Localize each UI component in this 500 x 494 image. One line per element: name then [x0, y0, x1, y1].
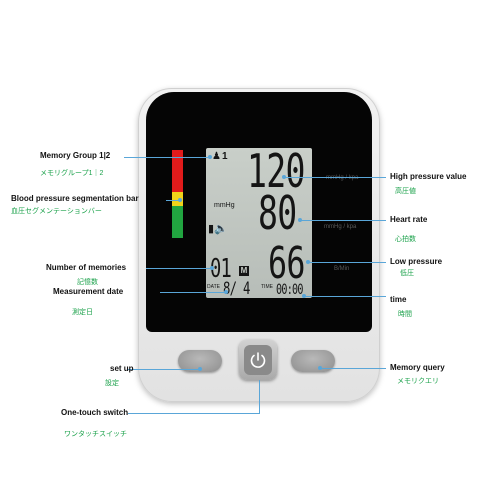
- speaker-icon: ▮🔈: [208, 223, 228, 235]
- power-button[interactable]: [239, 340, 277, 380]
- unit-pulse: B/Min: [334, 266, 350, 272]
- label-high-pressure: High pressure value: [390, 172, 467, 181]
- callout-dot: [224, 290, 228, 294]
- user-number: 1: [222, 151, 228, 162]
- callout-dot: [306, 260, 310, 264]
- callout-line-high-pressure: [284, 177, 386, 178]
- callout-dot: [282, 175, 286, 179]
- bp-bar-red: [172, 150, 183, 192]
- unit-label: mmHg: [214, 202, 235, 209]
- callout-line-measure-date: [160, 292, 226, 293]
- label-memory-query: Memory query: [390, 363, 445, 372]
- label-one-touch: One-touch switch: [61, 408, 129, 417]
- systolic-value: 120: [247, 144, 305, 198]
- label-memory-group-jp: メモリグループ1｜2: [40, 170, 104, 177]
- time-label: TIME: [261, 284, 273, 290]
- memory-flag: M: [239, 266, 249, 276]
- callout-line-memory-query: [320, 368, 386, 369]
- time-value: 00:00: [276, 282, 303, 298]
- label-setup: set up: [110, 364, 134, 373]
- callout-line-one-touch: [128, 413, 259, 414]
- pulse-value: 66: [268, 238, 305, 289]
- label-time: time: [390, 295, 407, 304]
- date-label: DATE: [207, 284, 220, 290]
- diastolic-value: 80: [258, 186, 297, 240]
- label-heart-rate-jp: 心拍数: [395, 236, 416, 243]
- callout-line-setup: [128, 369, 200, 370]
- label-memory-query-jp: メモリクエリ: [397, 378, 439, 385]
- memory-query-button[interactable]: [291, 350, 335, 372]
- callout-line-one-touch-vertical: [259, 380, 260, 414]
- label-measure-date-jp: 測定日: [72, 309, 93, 316]
- label-heart-rate: Heart rate: [390, 215, 428, 224]
- bp-bar-yellow: [172, 192, 183, 206]
- power-icon: [250, 352, 266, 368]
- label-bp-bar-jp: 血圧セグメンテーションバー: [11, 208, 102, 215]
- label-low-pressure-jp: 低圧: [400, 270, 414, 277]
- label-num-memories-jp: 記憶数: [77, 279, 98, 286]
- callout-line-low-pressure: [308, 262, 386, 263]
- setup-button[interactable]: [178, 350, 222, 372]
- unit-mid: mmHg / kpa: [324, 224, 357, 230]
- label-low-pressure: Low pressure: [390, 257, 443, 266]
- callout-line-heart-rate: [300, 220, 386, 221]
- user-icon: ♟: [212, 151, 221, 162]
- label-setup-jp: 設定: [105, 380, 119, 387]
- callout-dot: [302, 294, 306, 298]
- unit-high: mmHg / kpa: [326, 175, 359, 181]
- callout-line-time: [304, 296, 386, 297]
- label-memory-group: Memory Group 1|2: [40, 151, 111, 160]
- callout-dot: [208, 155, 212, 159]
- callout-line-num-memories: [146, 268, 212, 269]
- label-bp-bar: Blood pressure segmentation bar: [11, 194, 139, 203]
- label-measure-date: Measurement date: [53, 287, 124, 296]
- callout-line-memory-group: [124, 157, 210, 158]
- label-time-jp: 時間: [398, 311, 412, 318]
- callout-dot: [198, 367, 202, 371]
- callout-line-bp-bar: [166, 200, 180, 201]
- label-one-touch-jp: ワンタッチスイッチ: [64, 431, 127, 438]
- memory-count: 01: [210, 254, 232, 284]
- label-high-pressure-jp: 高圧値: [395, 188, 416, 195]
- label-num-memories: Number of memories: [46, 263, 127, 272]
- callout-dot: [298, 218, 302, 222]
- bp-bar-green: [172, 206, 183, 238]
- callout-dot: [318, 366, 322, 370]
- lcd-screen: [206, 148, 312, 298]
- date-value: 8/ 4: [223, 279, 250, 299]
- callout-dot: [178, 198, 182, 202]
- callout-dot: [210, 266, 214, 270]
